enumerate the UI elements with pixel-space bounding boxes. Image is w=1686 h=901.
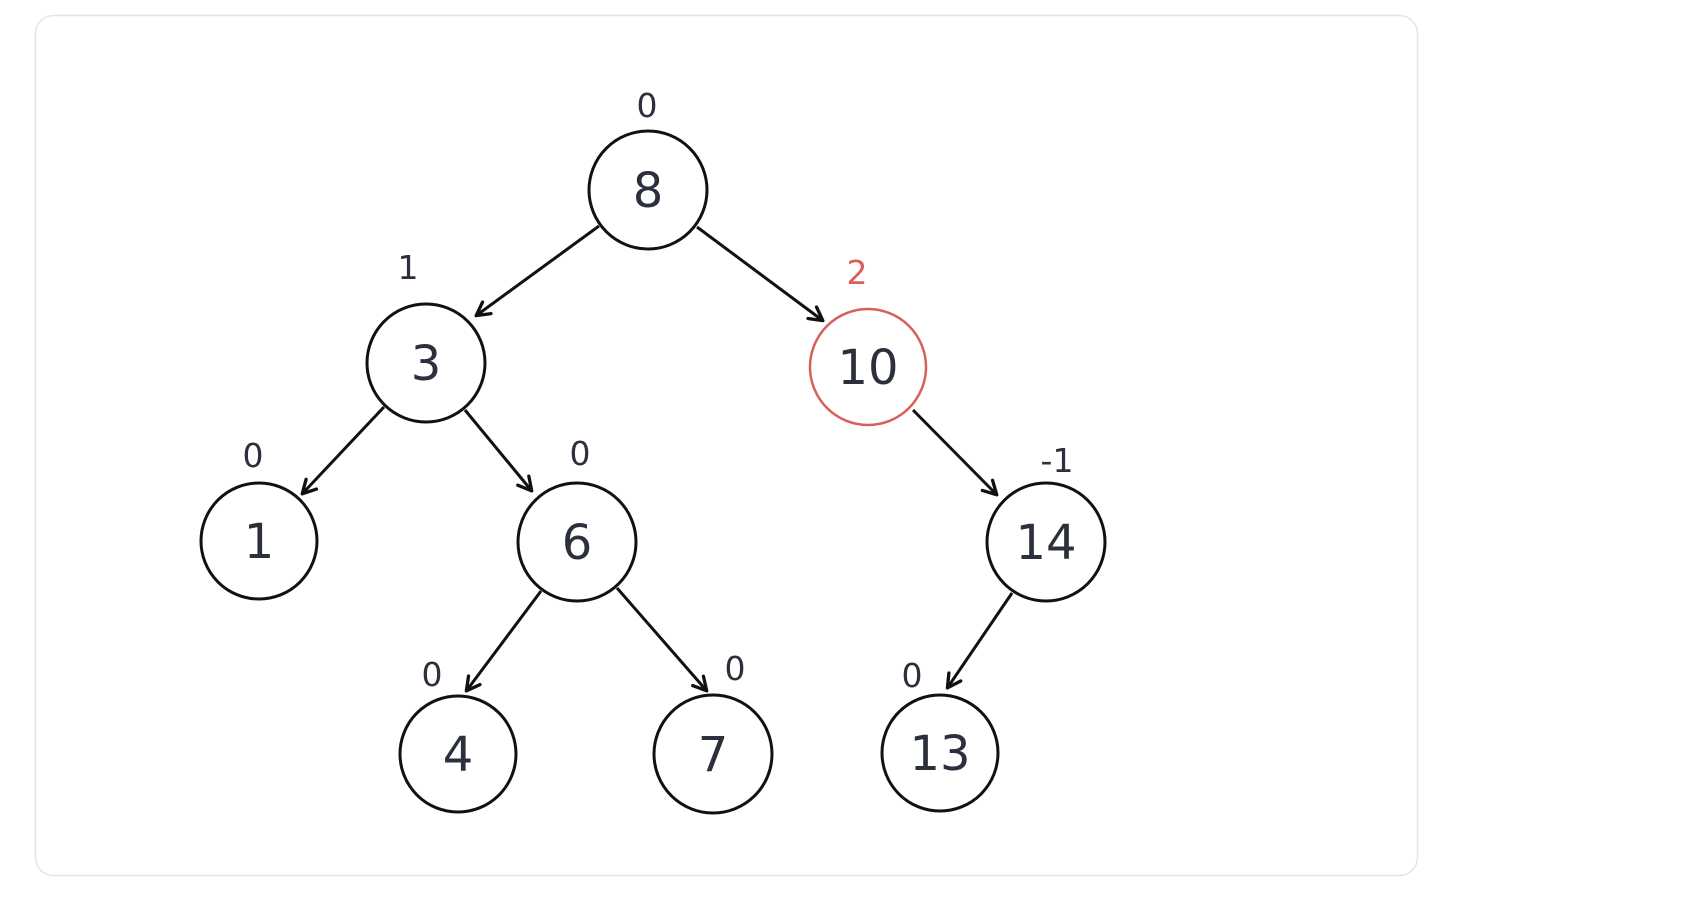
tree-node-14: 14 -1 [985,441,1107,603]
balance-factor-label: 0 [725,649,746,688]
balance-factor-label: -1 [1041,441,1074,480]
balance-factor-label: 0 [637,86,658,125]
node-circle [199,481,319,601]
node-value: 7 [698,727,729,783]
diagram-card [34,14,1419,877]
tree-node-8: 8 0 [587,86,709,251]
node-value: 4 [443,727,474,783]
node-circle [587,129,709,251]
node-value: 13 [909,726,970,782]
node-value: 14 [1015,515,1076,571]
balance-factor-label: 1 [398,248,419,287]
node-circle [652,693,774,815]
tree-node-1: 1 0 [199,436,319,601]
node-circle [398,694,518,814]
edge-8-10 [696,225,825,323]
edge-3-6 [463,409,534,493]
tree-node-4: 4 0 [398,655,518,814]
node-value: 10 [837,340,898,396]
edge-6-7 [615,587,709,693]
balance-factor-label: 2 [847,253,868,292]
balance-factor-label: 0 [243,436,264,475]
node-value: 8 [633,163,664,219]
balance-factor-label: 0 [902,656,923,695]
tree-node-7: 7 0 [652,649,774,815]
node-value: 1 [244,514,275,570]
tree-node-13: 13 0 [880,656,1000,813]
tree-node-10-unbalanced: 10 2 [808,253,928,427]
edge-3-1 [300,405,386,496]
tree-edges [300,224,1014,693]
tree-node-3: 3 1 [365,248,487,424]
edge-6-4 [464,590,543,693]
node-circle [985,481,1107,603]
node-circle [516,481,638,603]
edge-14-13 [945,592,1014,690]
node-value: 3 [411,336,442,392]
edge-8-3 [474,224,600,318]
node-circle [808,307,928,427]
node-circle [365,302,487,424]
node-circle [880,693,1000,813]
balance-factor-label: 0 [422,655,443,694]
node-value: 6 [562,515,593,571]
balance-factor-label: 0 [570,434,591,473]
edge-10-14 [911,408,999,497]
tree-node-6: 6 0 [516,434,638,603]
